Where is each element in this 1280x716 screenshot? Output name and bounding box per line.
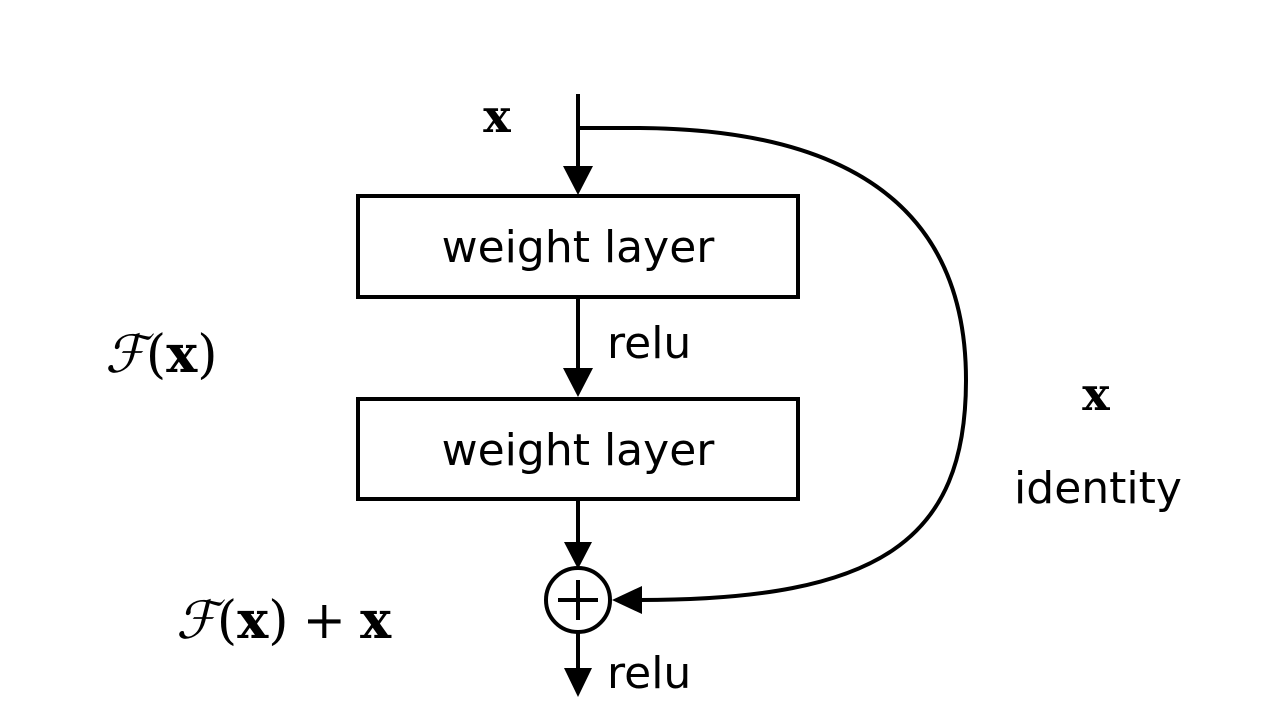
sum-input-arrowhead	[564, 542, 592, 569]
var-x: x	[166, 324, 198, 385]
addition-node	[544, 566, 612, 634]
input-label: x	[483, 89, 511, 143]
close-paren: )	[268, 591, 288, 651]
script-f: ℱ	[176, 591, 225, 651]
weight-layer-2-label: weight layer	[442, 425, 716, 476]
weight-layer-1: weight layer	[356, 194, 800, 299]
relu-label-1: relu	[607, 318, 691, 369]
identity-label: identity	[1014, 463, 1182, 514]
svg-text:ℱ(x): ℱ(x)	[105, 324, 218, 385]
input-arrowhead	[563, 166, 593, 195]
weight-layer-1-label: weight layer	[442, 222, 716, 273]
identity-shortcut-path	[578, 126, 969, 602]
script-f: ℱ	[105, 325, 154, 385]
open-paren: (	[217, 591, 237, 651]
weight-layer-2: weight layer	[356, 397, 800, 501]
residual-function-label: ℱ(x)	[105, 324, 218, 385]
var-x-2: x	[360, 590, 392, 651]
identity-shortcut-arrowhead	[612, 586, 642, 614]
plus-sign: +	[303, 591, 347, 651]
relu-label-output: relu	[607, 648, 691, 699]
close-paren: )	[197, 325, 217, 385]
relu-arrowhead-1	[563, 368, 593, 397]
shortcut-var-label: x	[1082, 367, 1110, 421]
output-arrowhead	[564, 668, 592, 697]
svg-text:ℱ(x)+x: ℱ(x)+x	[176, 590, 392, 651]
open-paren: (	[146, 325, 166, 385]
var-x: x	[237, 590, 269, 651]
sum-output-label: ℱ(x)+x	[176, 590, 392, 651]
weight-layer-2-box	[356, 397, 800, 501]
